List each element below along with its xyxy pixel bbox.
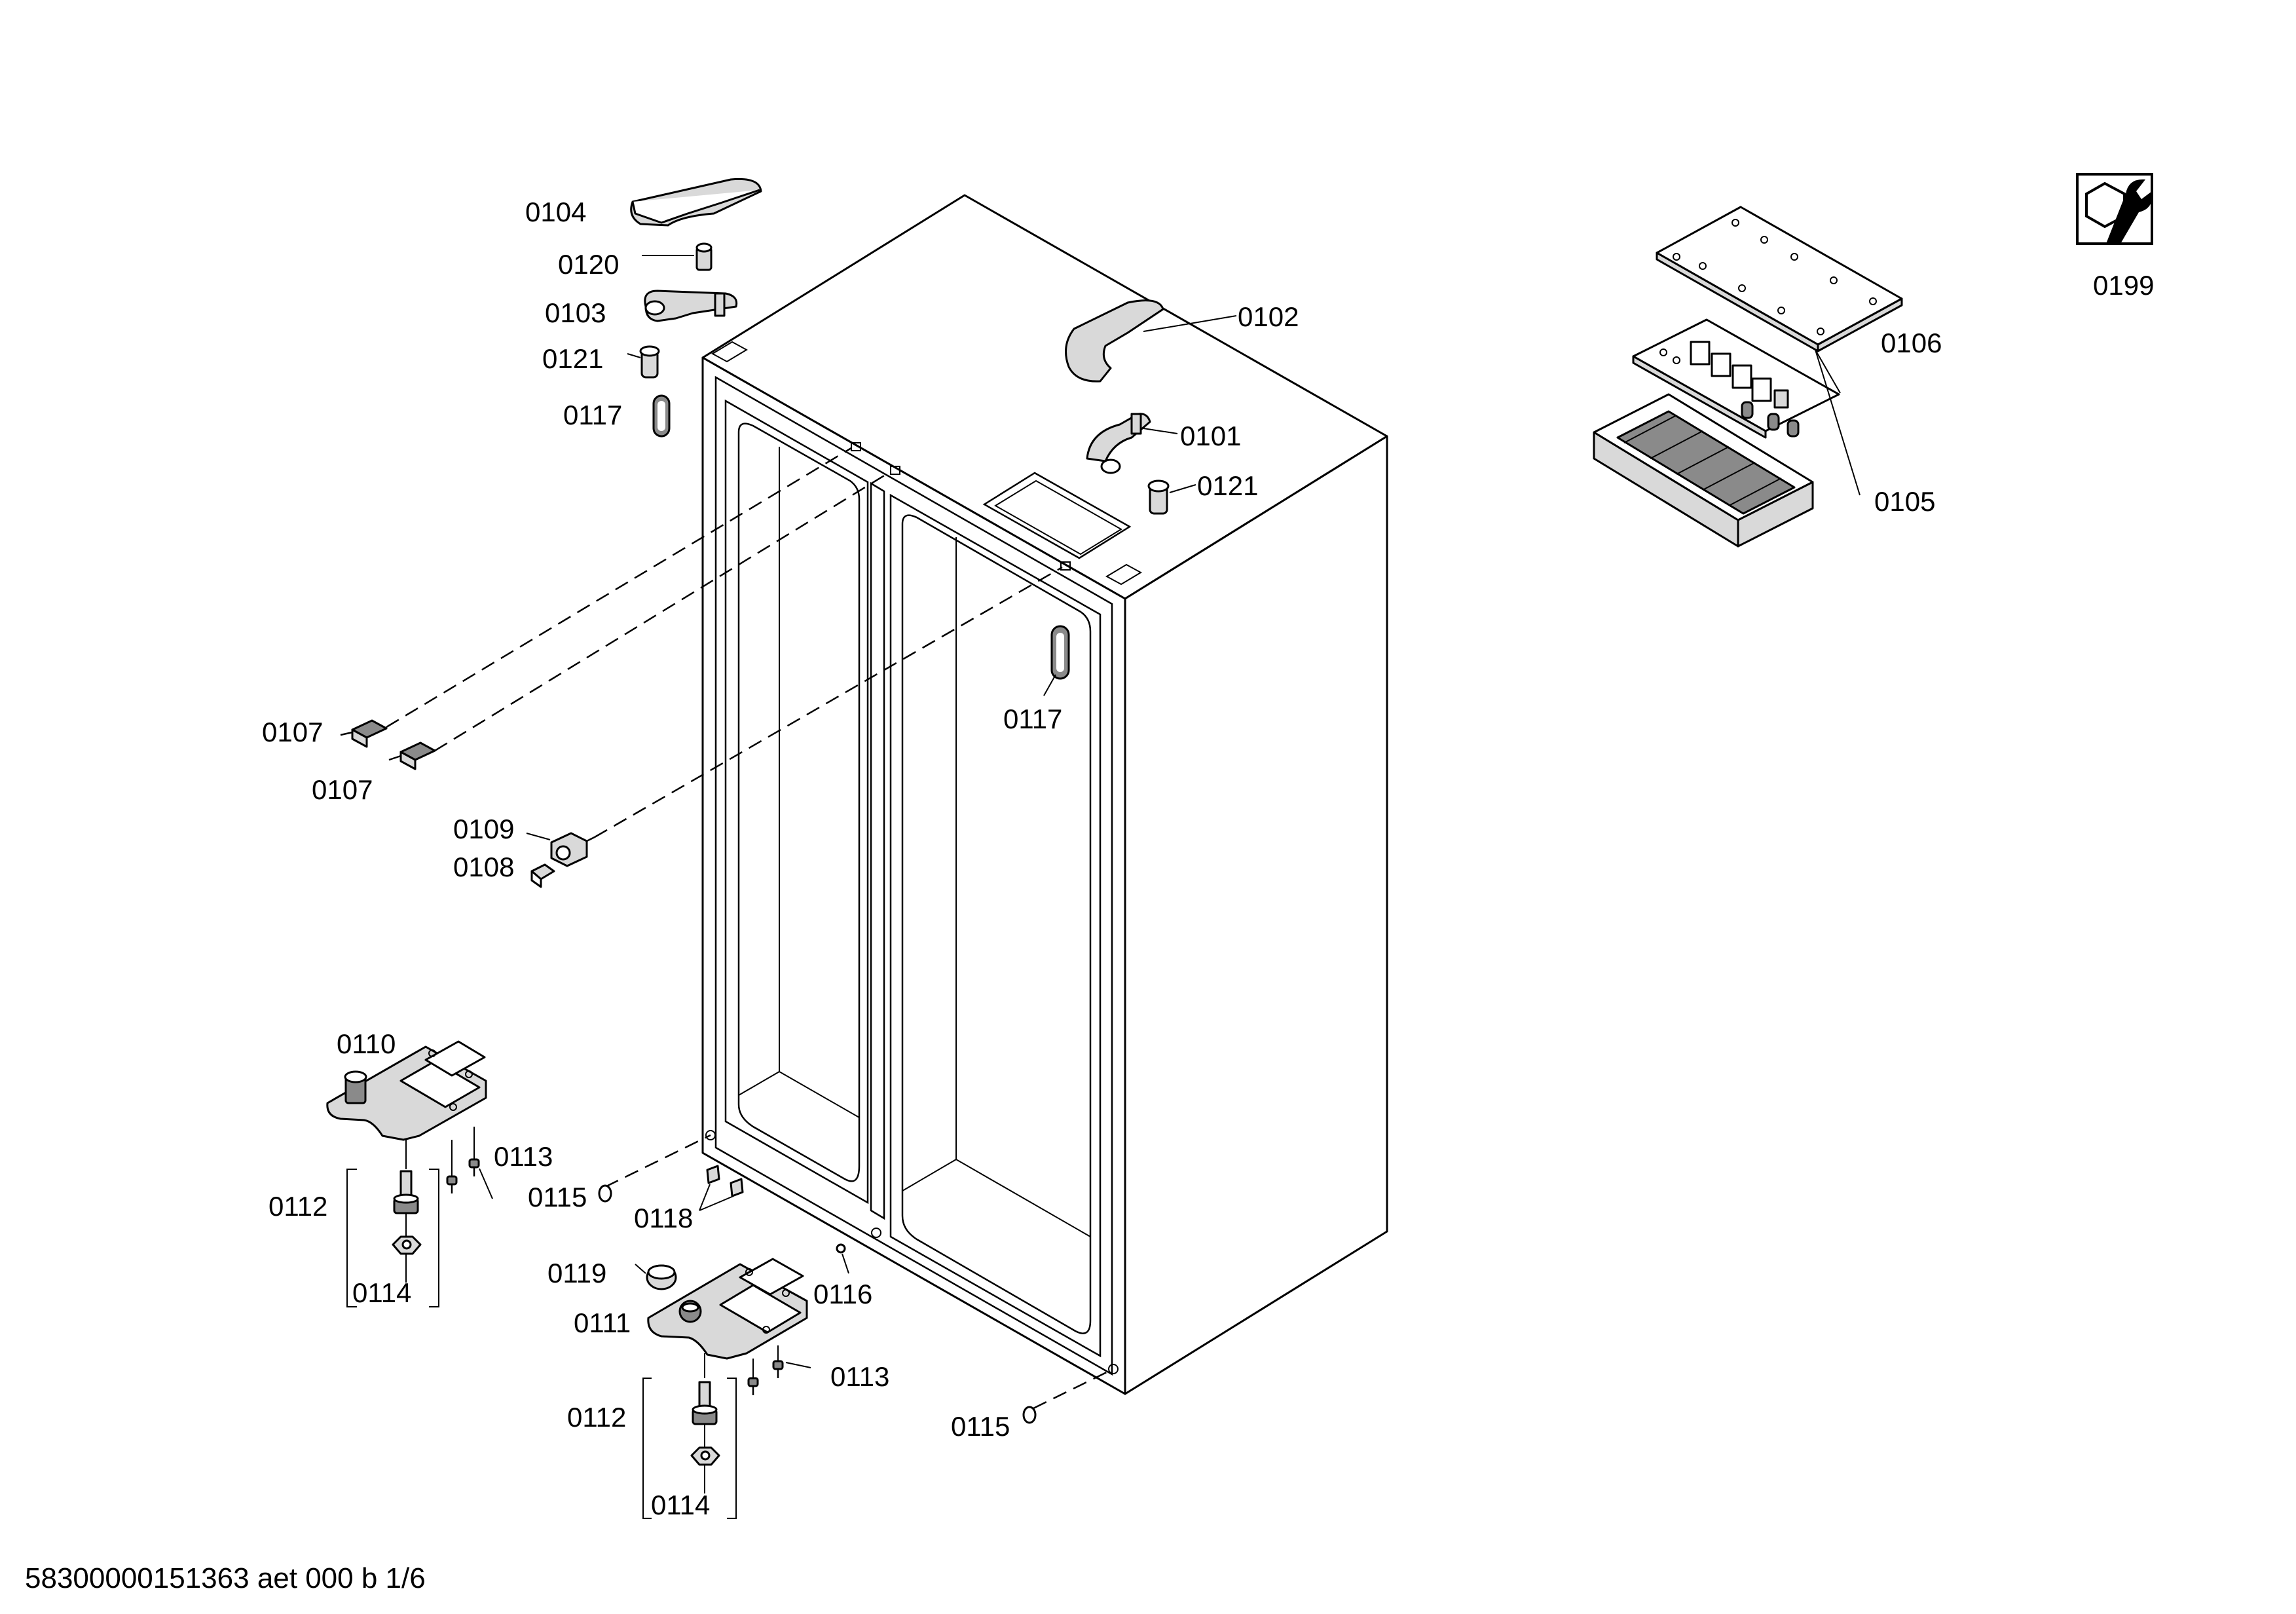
part-0113-screws-left [446,1127,480,1193]
part-0106-board-cover [1656,206,1903,352]
part-0108-plug [530,863,555,888]
label-0119: 0119 [547,1258,606,1288]
label-0109: 0109 [453,814,514,844]
part-0120-bushing [695,242,713,271]
part-0117-handle-left [652,394,671,438]
label-0101: 0101 [1180,421,1241,451]
label-0117-front: 0117 [1003,704,1062,734]
leader-lines [479,255,1861,1368]
part-0111-bottom-hinge [647,1258,808,1360]
part-0121-bushing-right [1147,479,1170,515]
label-0120: 0120 [558,249,619,280]
part-0117-handle-front [1050,625,1070,680]
label-0103: 0103 [545,297,606,328]
part-0112-leveling-foot-left [346,1140,439,1307]
service-wrench-icon [2076,173,2153,245]
label-0117-left: 0117 [563,400,622,430]
label-0102: 0102 [1238,301,1299,332]
part-0119-cap [646,1264,677,1290]
part-0114-nut-right [690,1424,720,1493]
label-0107-b: 0107 [312,774,373,805]
part-0101-hinge [1086,413,1151,474]
label-0114-left: 0114 [352,1277,411,1308]
label-0106: 0106 [1881,328,1942,358]
label-0113-left: 0113 [494,1141,553,1172]
part-0105-control-board [1632,318,1840,439]
label-0110: 0110 [337,1028,396,1059]
label-0112-left: 0112 [268,1191,327,1222]
part-0115-cap-right [1022,1406,1037,1424]
label-0115-right: 0115 [951,1411,1010,1442]
label-0115-left: 0115 [528,1182,587,1212]
part-0114-nut-left [392,1213,422,1283]
part-0110-bottom-hinge [326,1040,487,1141]
part-0116-pin [836,1243,846,1254]
label-0116: 0116 [813,1279,872,1309]
label-0111: 0111 [574,1307,631,1338]
part-0102-hinge-cover [1065,299,1164,383]
part-0104-hinge-cover [630,178,762,227]
label-0107-a: 0107 [262,717,323,747]
label-0108: 0108 [453,852,514,882]
part-0115-cap-left [598,1184,612,1203]
part-0118-clips [706,1165,744,1197]
label-0118: 0118 [634,1203,693,1233]
part-0121-bushing-left [639,345,660,379]
label-0114-right: 0114 [651,1490,710,1520]
part-0113-screws-right [747,1345,784,1395]
part-0107-switch-a [340,719,388,748]
label-0112-right: 0112 [567,1402,626,1433]
label-0199: 0199 [2093,270,2154,301]
alignment-lines [386,447,1114,1410]
document-footer-code: 58300000151363 aet 000 b 1/6 [25,1562,426,1594]
label-0121-right: 0121 [1197,470,1258,501]
part-0109-connector [550,832,595,867]
part-0105-board-housing [1593,393,1814,548]
label-0121-left: 0121 [542,343,603,374]
label-0113-right: 0113 [830,1361,889,1392]
part-0107-switch-b [388,741,436,770]
part-0103-hinge-top [644,290,738,322]
refrigerator-cabinet [701,194,1388,1395]
label-0104: 0104 [525,197,586,227]
label-0105: 0105 [1874,486,1935,517]
